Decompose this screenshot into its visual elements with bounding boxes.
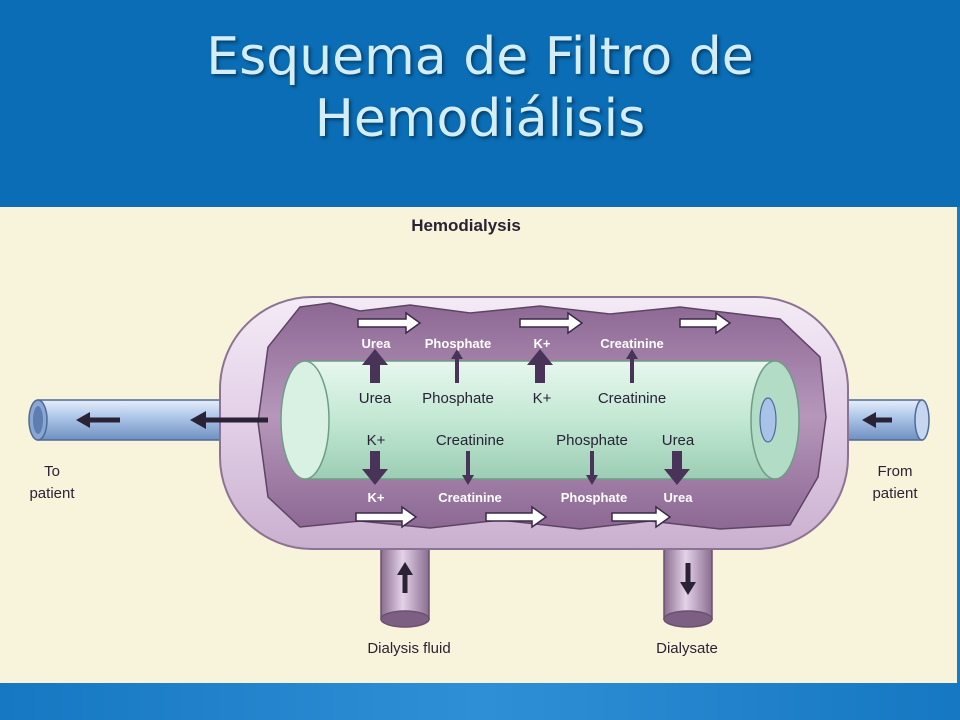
lower-inner-labels: K+ Creatinine Phosphate Urea (367, 432, 695, 449)
lower-inner-label: Phosphate (556, 432, 628, 449)
to-patient-label-line-1: To (44, 463, 60, 480)
upper-outer-label: K+ (534, 336, 551, 351)
from-patient-label-line-2: patient (872, 485, 918, 502)
slide-footer (0, 683, 960, 720)
upper-flow-arrows (357, 311, 732, 335)
upper-inner-label: K+ (533, 390, 552, 407)
upper-outer-label: Phosphate (425, 336, 491, 351)
upper-inner-label: Phosphate (422, 390, 494, 407)
lower-outer-labels: K+ Creatinine Phosphate Urea (368, 490, 694, 505)
upward-diffusion-arrows (362, 349, 638, 383)
dialysis-fluid-port (380, 536, 430, 628)
diagram-panel: Hemodialysis (0, 207, 957, 683)
to-patient-label-line-2: patient (29, 485, 75, 502)
upper-inner-label: Creatinine (598, 390, 666, 407)
hemodialysis-diagram: Hemodialysis (28, 216, 930, 657)
slide-title-line-1: Esquema de Filtro de (206, 27, 754, 87)
upper-outer-labels: Urea Phosphate K+ Creatinine (362, 336, 664, 351)
lower-outer-label: K+ (368, 490, 385, 505)
diagram-title: Hemodialysis (411, 216, 521, 235)
lower-flow-arrows (355, 505, 672, 529)
slide-title-line-2: Hemodiálisis (314, 89, 646, 149)
blood-flow-arrows (76, 411, 892, 595)
inlet-pipe (841, 399, 930, 441)
downward-diffusion-arrows (362, 451, 690, 485)
slide-header: Esquema de Filtro de Hemodiálisis (0, 0, 960, 207)
upper-inner-label: Urea (359, 390, 392, 407)
lower-inner-label: Creatinine (436, 432, 504, 449)
dialysate-label: Dialysate (656, 640, 718, 657)
from-patient-label-line-1: From (878, 463, 913, 480)
dialysis-fluid-label: Dialysis fluid (367, 640, 450, 657)
lower-inner-label: Urea (662, 432, 695, 449)
upper-inner-labels: Urea Phosphate K+ Creatinine (359, 390, 666, 407)
lower-outer-label: Urea (664, 490, 694, 505)
lower-outer-label: Creatinine (438, 490, 502, 505)
upper-outer-label: Creatinine (600, 336, 664, 351)
slide-title: Esquema de Filtro de Hemodiálisis (0, 26, 960, 150)
upper-outer-label: Urea (362, 336, 392, 351)
lower-inner-label: K+ (367, 432, 386, 449)
lower-outer-label: Phosphate (561, 490, 627, 505)
